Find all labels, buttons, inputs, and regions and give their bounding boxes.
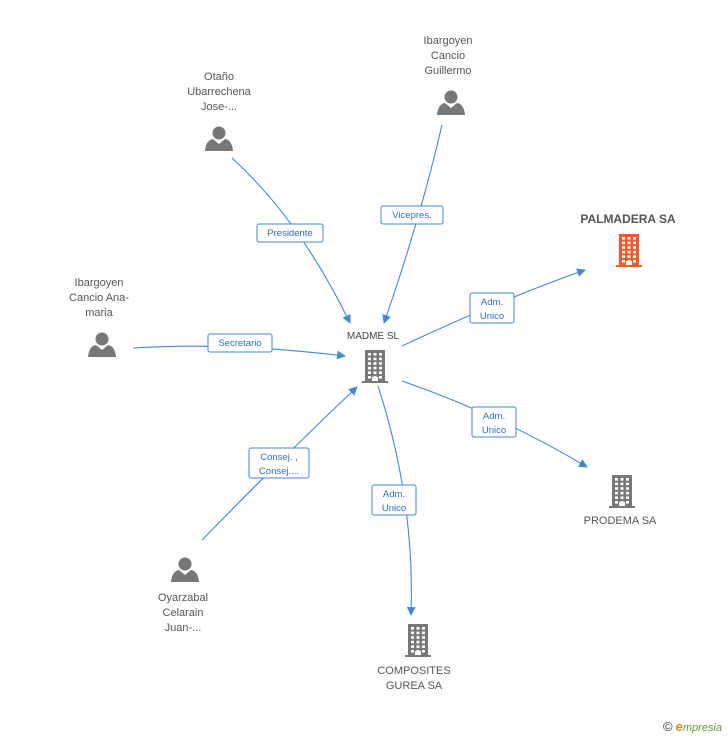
- edge-role-label: Unico: [480, 311, 504, 322]
- edge-role-label: Vicepres.: [392, 210, 431, 221]
- node-label: Cancio: [431, 50, 465, 62]
- node-label: PRODEMA SA: [584, 515, 657, 527]
- node-madme[interactable]: MADME SL: [347, 331, 400, 383]
- person-icon: [437, 90, 465, 115]
- brand-logo-text: mpresia: [682, 722, 722, 734]
- edge-role-tag[interactable]: Adm. Unico: [371, 484, 417, 516]
- node-label: Ubarrechena: [187, 86, 251, 98]
- node-label: Otaño: [204, 71, 234, 83]
- building-icon: [362, 350, 388, 383]
- building-icon: [405, 624, 431, 657]
- edge-role-label: Unico: [482, 425, 506, 436]
- edge-ibargoyen_a-to-madme: Secretario: [132, 333, 346, 360]
- node-label: Cancio Ana-: [69, 292, 129, 304]
- node-label: Ibargoyen: [424, 35, 473, 47]
- node-label: Celarain: [163, 607, 204, 619]
- building-icon: [609, 475, 635, 508]
- node-label: Jose-...: [201, 101, 237, 113]
- edge-role-tag[interactable]: Consej. , Consej....: [248, 447, 310, 479]
- edge-role-label: Secretario: [218, 338, 261, 349]
- node-oyarzabal[interactable]: OyarzabalCelarainJuan-...: [158, 557, 208, 635]
- edge-madme-to-palmadera: Adm. Unico: [401, 268, 586, 347]
- edge-ibargoyen_g-to-madme: Vicepres.: [380, 124, 444, 324]
- edge-role-label: Consej. ,: [260, 452, 298, 463]
- edge-role-tag-box: [371, 484, 417, 516]
- edge-otano-to-madme: Presidente: [231, 157, 351, 324]
- node-label: Juan-...: [165, 622, 202, 634]
- node-label: Guillermo: [424, 65, 471, 77]
- edge-role-tag[interactable]: Secretario: [207, 333, 273, 353]
- edge-role-tag-box: [248, 447, 310, 479]
- edge-role-label: Adm.: [481, 297, 503, 308]
- person-icon: [88, 332, 116, 357]
- node-otano[interactable]: OtañoUbarrechenaJose-...: [187, 71, 252, 151]
- node-label: Oyarzabal: [158, 592, 208, 604]
- edge-role-tag-box: [469, 292, 515, 324]
- nodes-layer: MADME SL PALMADERA SA PRODEMA SA COMPOSITES…: [69, 35, 676, 692]
- copyright-symbol: ©: [663, 719, 673, 734]
- edge-role-label: Adm.: [383, 489, 405, 500]
- edge-role-tag-box: [471, 406, 517, 438]
- edge-role-tag[interactable]: Presidente: [256, 223, 324, 243]
- person-icon: [205, 126, 233, 151]
- person-icon: [171, 557, 199, 582]
- edge-role-tag[interactable]: Adm. Unico: [471, 406, 517, 438]
- edge-role-label: Unico: [382, 503, 406, 514]
- edge-madme-to-composites: Adm. Unico: [371, 385, 417, 616]
- edge-role-tag-box: [207, 333, 273, 353]
- edge-role-label: Adm.: [483, 411, 505, 422]
- node-prodema[interactable]: PRODEMA SA: [584, 475, 657, 527]
- node-composites[interactable]: COMPOSITES GUREA SA: [377, 624, 451, 692]
- edge-role-label: Presidente: [267, 228, 312, 239]
- node-label: MADME SL: [347, 331, 400, 342]
- edge-role-tag-box: [380, 205, 444, 225]
- edge-madme-to-prodema: Adm. Unico: [401, 380, 588, 468]
- footer-brand: ©empresia: [663, 719, 722, 734]
- edge-oyarzabal-to-madme: Consej. , Consej....: [201, 386, 358, 541]
- building-icon: [616, 234, 642, 267]
- node-label: COMPOSITES: [377, 665, 450, 677]
- node-label: Ibargoyen: [75, 277, 124, 289]
- node-palmadera[interactable]: PALMADERA SA: [580, 212, 676, 267]
- node-label: GUREA SA: [386, 680, 443, 692]
- brand-logo-initial: e: [675, 719, 683, 734]
- node-label: maria: [85, 307, 113, 319]
- edge-role-label: Consej....: [259, 466, 299, 477]
- edge-role-tag[interactable]: Vicepres.: [380, 205, 444, 225]
- node-label: PALMADERA SA: [580, 212, 676, 226]
- edge-role-tag[interactable]: Adm. Unico: [469, 292, 515, 324]
- edge-role-tag-box: [256, 223, 324, 243]
